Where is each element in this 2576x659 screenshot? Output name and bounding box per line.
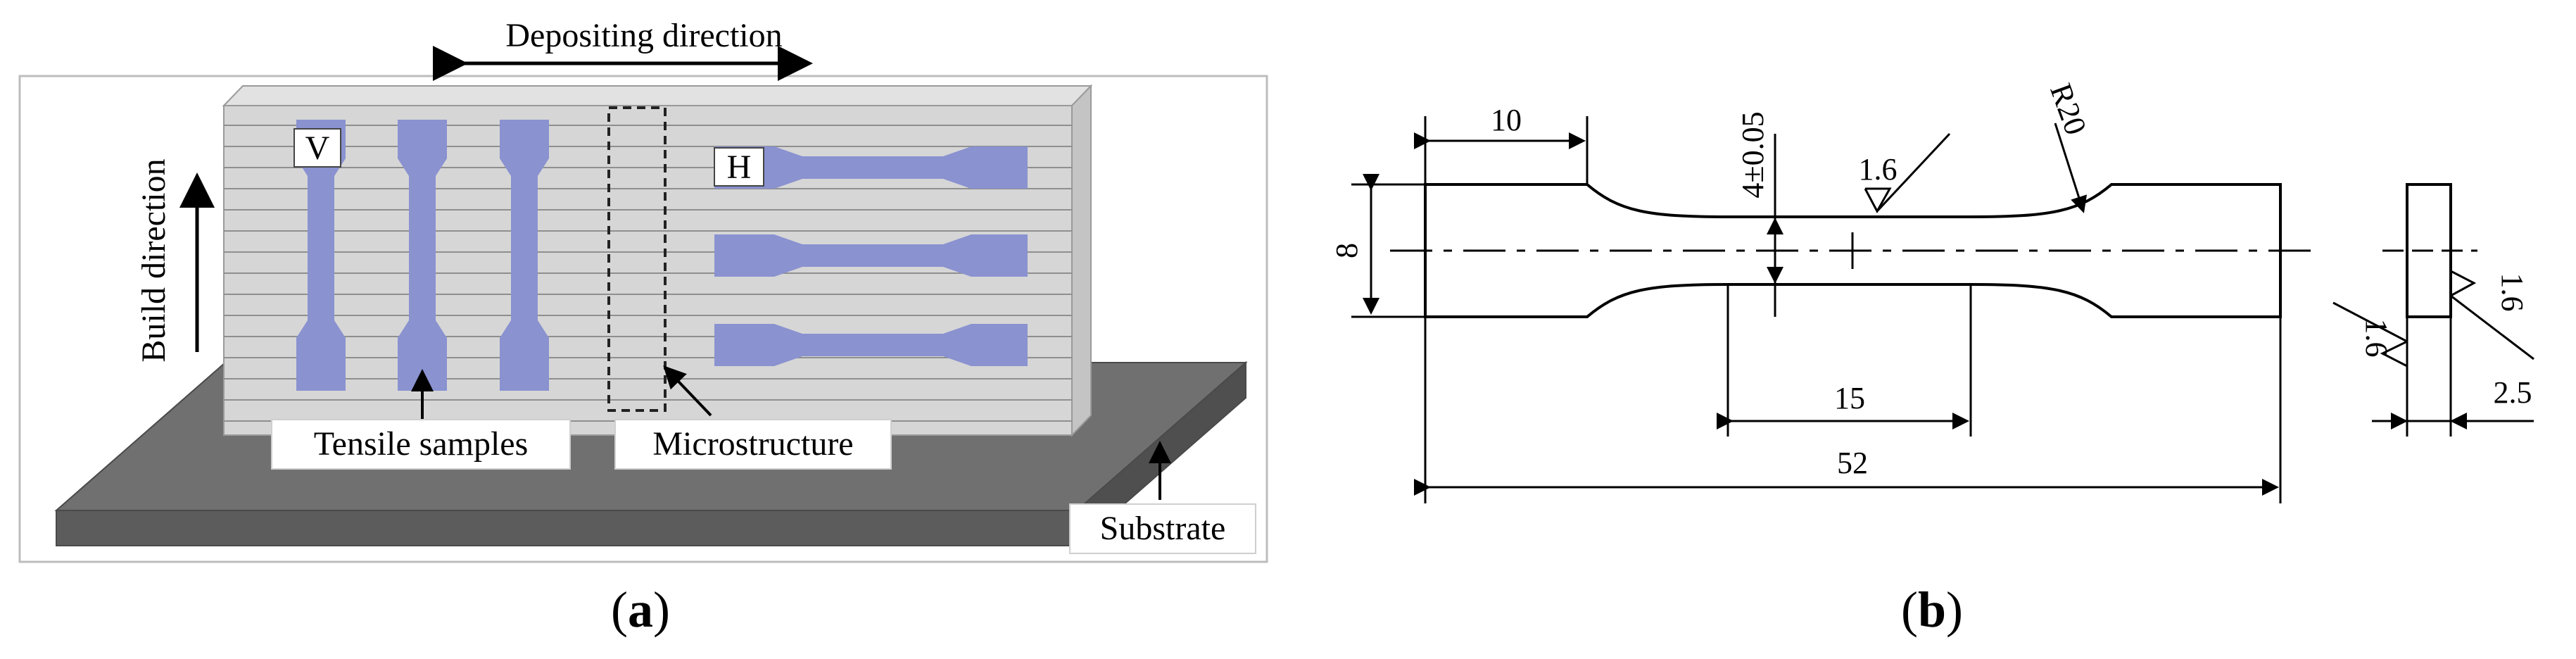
caption-a: (a) [611, 582, 670, 638]
caption-b-letter: b [1918, 582, 1946, 638]
vertical-sample-1 [296, 120, 346, 391]
label-v: V [305, 130, 330, 167]
microstructure-label-box [614, 419, 892, 470]
substrate-front [56, 510, 1078, 546]
wall-face [223, 105, 1073, 436]
roughness-symbol-left-tail [2332, 301, 2408, 343]
dim-10-text: 10 [1491, 103, 1522, 137]
caption-b: (b) [1901, 582, 1963, 638]
roughness-symbol-right [2449, 269, 2477, 297]
microstructure-region [607, 106, 667, 412]
vertical-sample-3 [500, 120, 549, 391]
substrate-label-box [1069, 503, 1256, 554]
horizontal-samples [714, 146, 1028, 366]
roughness-left-text: 1.6 [2359, 319, 2394, 358]
roughness-symbol-top [1864, 187, 1892, 214]
tensile-samples-label-box [271, 419, 571, 470]
build-direction-label: Build direction [135, 158, 172, 362]
wall-side [1071, 84, 1092, 437]
label-h: H [727, 149, 752, 186]
dim-gauge-width-text: 4±0.05 [1736, 111, 1770, 198]
tensile-samples-label: Tensile samples [314, 425, 529, 463]
dim-15-text: 15 [1834, 381, 1865, 415]
depositing-direction-label: Depositing direction [505, 17, 782, 54]
panel-a: V H Depositing direction Build direction… [18, 17, 1268, 638]
microstructure-label: Microstructure [652, 425, 853, 463]
wall-top [222, 85, 1093, 106]
layer-lines [224, 125, 1072, 422]
radius-text: R20 [2043, 79, 2093, 139]
label-v-box [293, 128, 341, 168]
vertical-sample-2 [398, 120, 447, 391]
radius-leader [2054, 123, 2088, 213]
panel-b: 10 8 4±0.05 1.6 R20 15 52 1.6 [1330, 79, 2534, 638]
roughness-top-text: 1.6 [1859, 152, 1898, 187]
dim-52-text: 52 [1837, 446, 1868, 480]
horizontal-sample-2 [714, 234, 1028, 277]
horizontal-sample-1 [714, 146, 1028, 189]
caption-a-letter: a [628, 582, 653, 638]
substrate-label: Substrate [1100, 510, 1226, 547]
dim-thickness-text: 2.5 [2494, 375, 2532, 410]
microstructure-pointer [663, 365, 712, 417]
roughness-symbol-right-tail [2450, 294, 2534, 360]
roughness-symbol-top-tail [1876, 132, 1951, 213]
roughness-right-text: 1.6 [2495, 273, 2530, 312]
label-h-box [714, 147, 764, 187]
horizontal-sample-3 [714, 324, 1028, 366]
dim-8-text: 8 [1330, 243, 1364, 258]
vertical-samples [296, 120, 549, 391]
